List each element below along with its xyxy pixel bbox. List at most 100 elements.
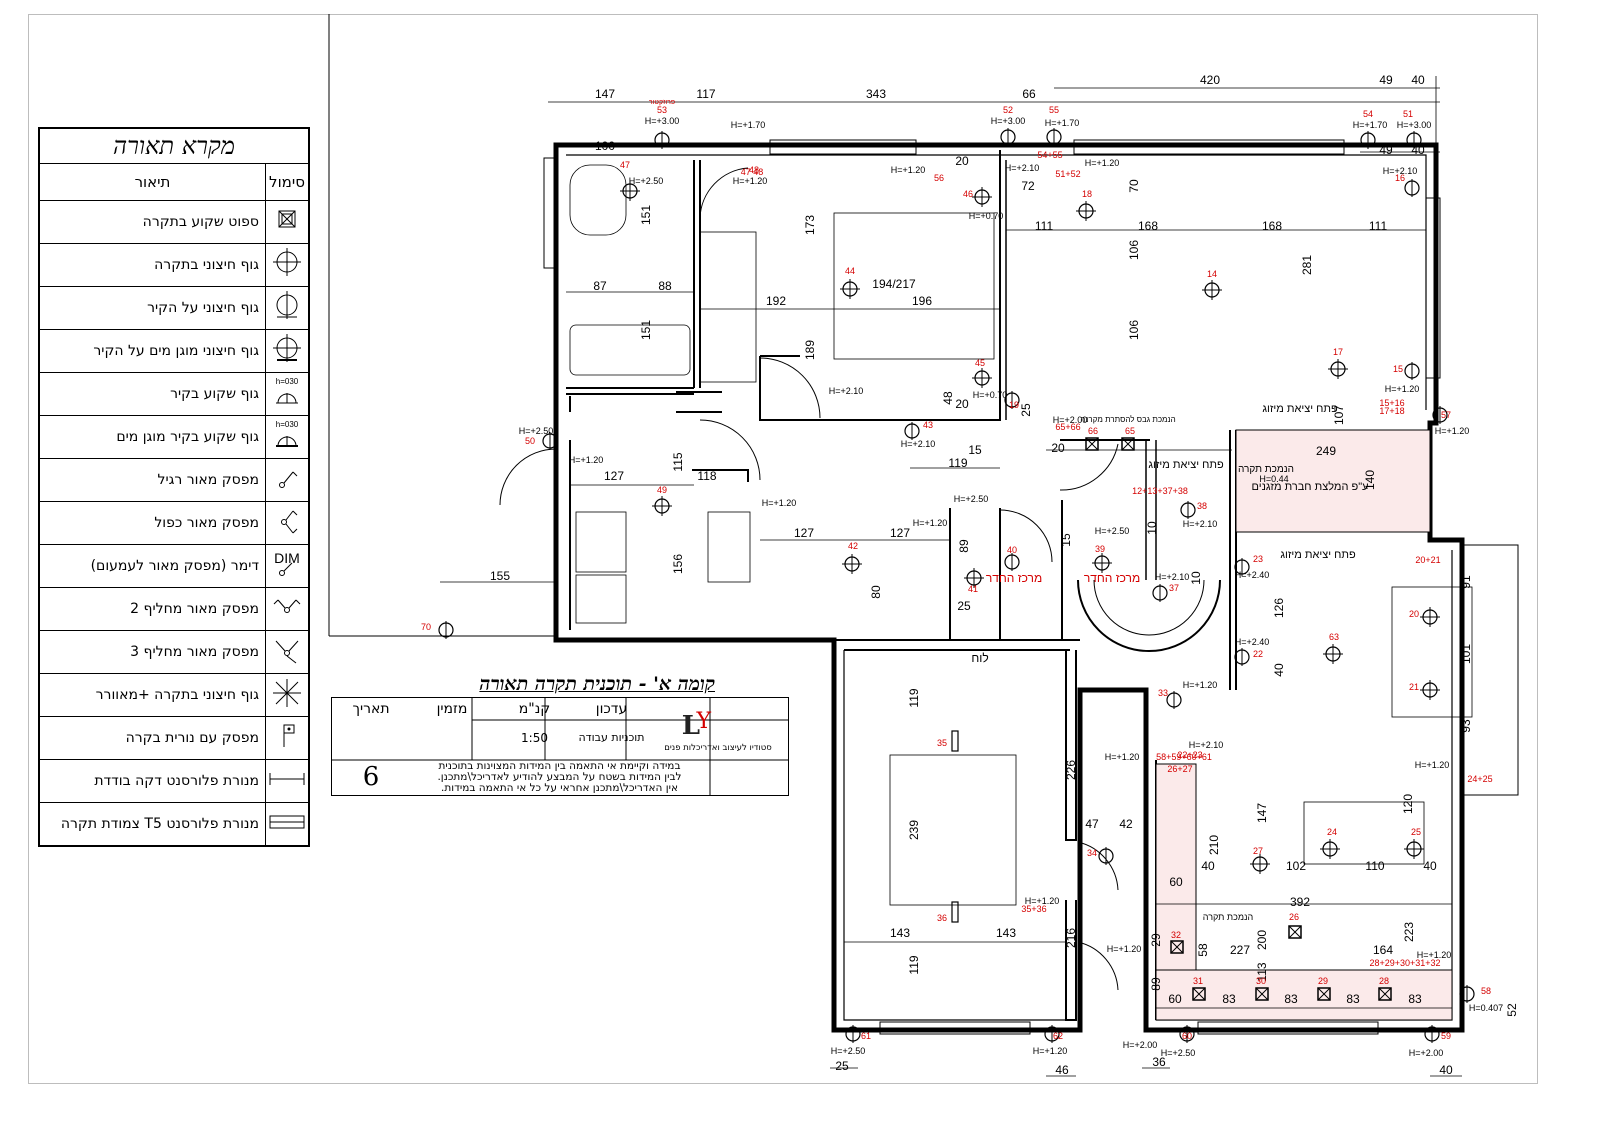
dimension-label: 80 [869,585,883,599]
dimension-label: 25 [1019,403,1033,417]
dimension-label: 102 [1286,859,1306,873]
legend-row: מפסק עם נורית בקרה [38,716,310,760]
room-annotation: פרוזקטור [649,99,675,106]
fixture-id-label: 55 [1049,105,1059,115]
dimension-label: 118 [697,469,716,483]
svg-text:Y: Y [695,709,711,734]
fixture-group-label: 20+21 [1415,555,1440,565]
studio-logo: L Y סטודיו לעיצוב ואדריכלות פנים [648,698,788,760]
mount-height-label: H=+3.00 [991,116,1026,126]
title-block-grid [332,698,788,795]
mount-height-label: H=0.407 [1469,1003,1503,1013]
dimension-label: 200 [1255,930,1269,950]
mount-height-label: H=+1.20 [733,176,768,186]
mount-height-label: H=+1.20 [1417,950,1452,960]
dimension-label: 143 [996,926,1016,940]
fixture-id-label: 20 [1409,609,1419,619]
dimension-label: 83 [1284,992,1298,1006]
mount-height-label: H=+1.20 [1033,1046,1068,1056]
fixture-group-label: 15+16 [1379,398,1404,408]
header-scale: קנ"מ [518,701,551,717]
room-annotation: מרכז החדר [986,571,1042,585]
legend-symbol [265,286,310,330]
ceiling-fixture-icon [1092,553,1112,573]
wall-fixture-icon [1179,1025,1195,1043]
mount-height-label: H=+2.10 [901,439,936,449]
fixture-id-label: 48 [749,165,759,175]
legend-description: גוף חיצוני בתקרה +מאוורר [38,673,266,717]
dimension-label: 192 [766,294,786,308]
ceiling-fixture-icon [1420,680,1440,700]
wall-fixture-icon [654,131,670,149]
legend-symbol [265,200,310,244]
fixture-id-label: 65 [1125,426,1135,436]
fixture-id-label: 54 [1363,109,1373,119]
room-annotation: פתח יציאת מיזוג [1262,403,1338,415]
recessed-spot-icon [1192,987,1206,1001]
wall-fixture-icon [1234,648,1250,666]
legend-description: מפסק מאור רגיל [38,458,266,502]
legend-symbol [265,802,310,847]
dimension-label: 70 [1127,179,1141,193]
symbol-code: h=030 [276,377,299,386]
dimension-label: 25 [835,1059,849,1073]
mount-height-label: H=+1.20 [891,165,926,175]
dimension-label: 15 [1059,533,1073,547]
mount-height-label: H=+2.50 [954,494,989,504]
dimension-label: 126 [1272,598,1286,618]
disclaimer-note: במידה וקיימת אי התאמה בין המידות המצוינו… [412,761,707,794]
mount-height-label: H=+1.20 [1107,944,1142,954]
dimension-label: 168 [1138,219,1158,233]
title-block: קומה א' - תוכנית תקרה תאורה תאריך מזמין … [331,673,789,796]
dimension-label: 20 [955,397,969,411]
dimension-label: 194/217 [872,277,916,291]
legend-symbol [265,759,310,803]
legend-description: מפסק מאור כפול [38,501,266,545]
dimension-label: 40 [1272,663,1286,677]
fixture-group-label: 65+66 [1055,422,1080,432]
scale-value: 1:50 [521,731,548,745]
dimension-label: 117 [696,87,715,101]
fixture-id-label: 22 [1253,649,1263,659]
recessed-spot-icon [1170,940,1184,954]
legend-symbol [265,673,310,717]
fixture-id-label: 51 [1403,109,1413,119]
wall-fixture-icon [1044,1025,1060,1043]
fixture-id-label: 39 [1095,544,1105,554]
ceiling-fixture-icon [972,187,992,207]
legend-row: מפסק מאור רגיל [38,458,310,502]
wall-fixture-icon [1406,131,1422,149]
mount-height-label: H=+2.10 [829,386,864,396]
dimension-label: 210 [1207,835,1221,855]
fixture-group-label: 12+13+37+38 [1132,486,1188,496]
wall-fixture-icon [1152,584,1168,602]
dimension-label: 143 [890,926,910,940]
fixture-group-label: 54+55 [1037,150,1062,160]
dimension-label: 127 [604,469,624,483]
dimension-label: 106 [1127,240,1141,260]
mount-height-label: H=+2.40 [1235,637,1270,647]
dimension-label: 119 [907,688,921,707]
dimension-label: 110 [1365,859,1384,873]
ceiling-fixture-icon [842,554,862,574]
dimension-label: 140 [1363,470,1377,490]
fluorescent-light-icon [951,730,959,752]
dimension-label: 89 [957,539,971,553]
waterproof-wall-fixture-icon [273,334,301,362]
sheet-number: 6 [362,762,380,792]
legend-row: מפסק מאור מחליף 3 [38,630,310,674]
recessed-spot-icon [1121,437,1135,451]
fixture-id-label: 15 [1393,364,1403,374]
mount-height-label: H=+1.20 [1105,752,1140,762]
fixture-group-label: 22+23 [1177,750,1202,760]
recessed-spot-icon [1317,987,1331,1001]
dimension-label: 40 [1439,1063,1453,1077]
fixture-group-label: 47 48 [741,167,764,177]
dimension-label: 173 [803,215,817,235]
dimension-label: 20 [955,154,969,168]
fixture-id-label: 38 [1197,501,1207,511]
fixture-id-label: 34 [1087,848,1097,858]
